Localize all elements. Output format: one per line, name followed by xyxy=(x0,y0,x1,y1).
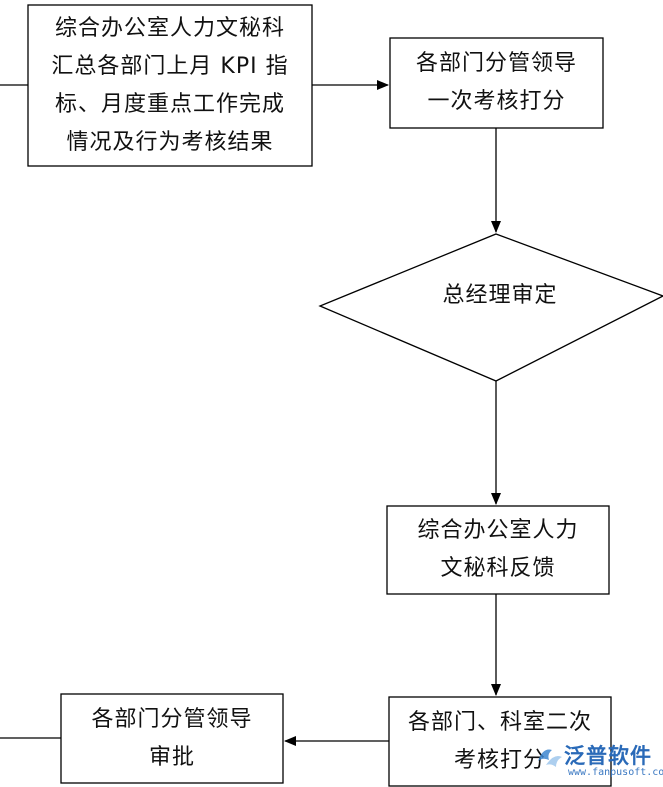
feedback-text: 综合办公室人力 文秘科反馈 xyxy=(387,506,609,594)
second-score-box xyxy=(388,696,612,787)
feedback-box xyxy=(386,505,610,595)
first-score-line-2: 一次考核打分 xyxy=(427,89,566,114)
feedback-line-2: 文秘科反馈 xyxy=(440,556,556,581)
second-score-line-2: 考核打分 xyxy=(453,747,546,773)
collect-line-1: 综合办公室人力文秘科 xyxy=(54,15,285,41)
collect-line-4: 情况及行为考核结果 xyxy=(66,129,274,155)
approve-line-2: 审批 xyxy=(148,744,195,770)
second-score-line-1: 各部门、科室二次 xyxy=(407,709,592,735)
approve-line-1: 各部门分管领导 xyxy=(91,706,253,732)
watermark: 泛普软件 www.fanpusoft.com xyxy=(534,738,663,784)
collect-line-3: 标、月度重点工作完成 xyxy=(54,91,285,117)
watermark-brand: 泛普软件 xyxy=(564,744,652,768)
approve-box xyxy=(60,693,284,784)
approve-text: 各部门分管领导 审批 xyxy=(61,694,283,783)
first-score-line-1: 各部门分管领导 xyxy=(415,51,577,76)
collect-line-2: 汇总各部门上月 KPI 指 xyxy=(51,53,289,79)
first-score-text: 各部门分管领导 一次考核打分 xyxy=(390,38,603,128)
watermark-url: www.fanpusoft.com xyxy=(568,767,663,778)
collect-box xyxy=(27,4,313,167)
feedback-line-1: 综合办公室人力 xyxy=(417,518,579,543)
collect-text: 综合办公室人力文秘科 汇总各部门上月 KPI 指 标、月度重点工作完成 情况及行… xyxy=(28,5,312,166)
fanpu-logo-icon xyxy=(538,749,562,767)
second-score-text: 各部门、科室二次 考核打分 xyxy=(389,697,611,786)
first-score-box xyxy=(389,37,604,129)
gm-review-text: 总经理审定 xyxy=(400,276,600,316)
gm-review-line-1: 总经理审定 xyxy=(442,283,558,308)
